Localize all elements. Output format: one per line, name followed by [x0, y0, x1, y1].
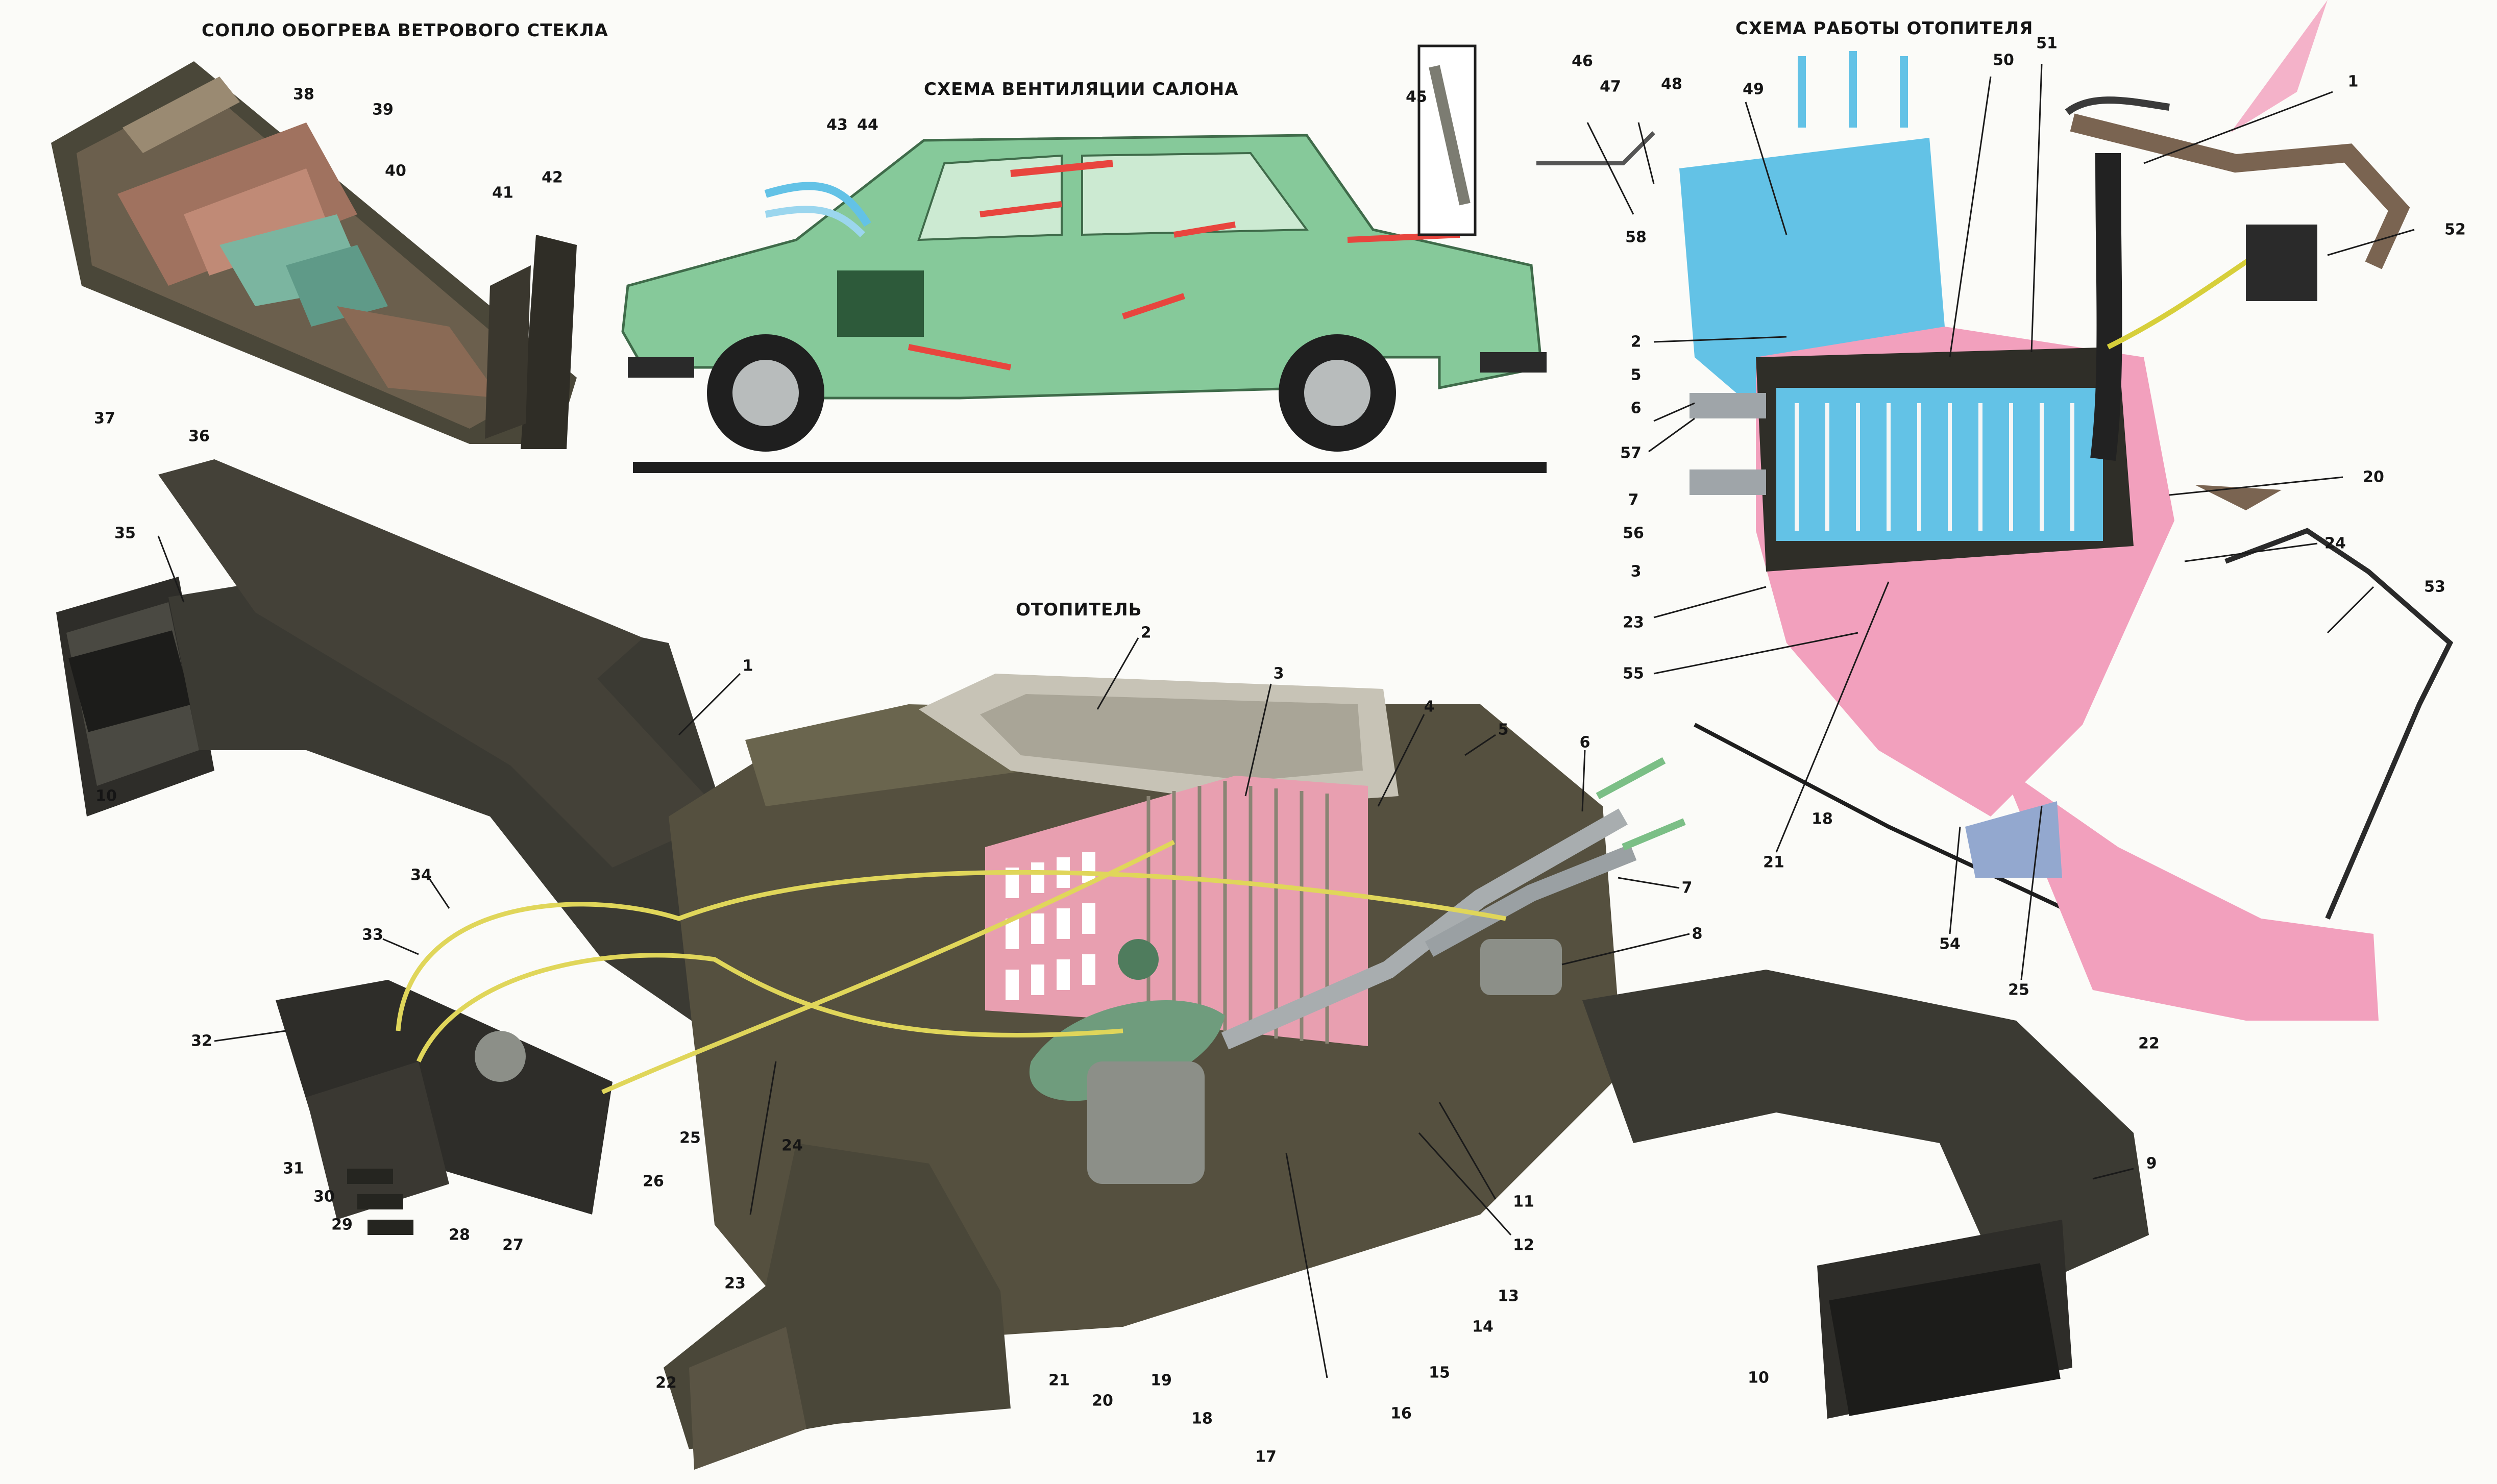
callout-label: 8 [1692, 925, 1703, 943]
callout-label: 58 [1625, 228, 1647, 246]
callout-label: 26 [643, 1172, 664, 1191]
callout-label: 18 [1191, 1409, 1213, 1428]
callout-label: 10 [1748, 1369, 1769, 1387]
title-cabin-ventilation: СХЕМА ВЕНТИЛЯЦИИ САЛОНА [924, 79, 1239, 100]
callout-label: 22 [2138, 1034, 2160, 1053]
callout-label: 34 [410, 866, 432, 884]
title-heater-operation: СХЕМА РАБОТЫ ОТОПИТЕЛЯ [1735, 18, 2034, 39]
callout-label: 9 [2146, 1154, 2157, 1173]
callout-label: 51 [2036, 34, 2058, 53]
title-heater: ОТОПИТЕЛЬ [1016, 600, 1142, 620]
callout-label: 25 [2008, 981, 2029, 999]
callout-label: 12 [1513, 1236, 1534, 1254]
callout-label: 2 [1630, 333, 1642, 351]
callout-label: 22 [655, 1374, 677, 1392]
callout-label: 24 [781, 1136, 803, 1155]
callout-label: 14 [1472, 1318, 1494, 1336]
callout-label: 39 [372, 101, 394, 119]
callout-label: 27 [502, 1236, 524, 1254]
callout-label: 37 [94, 409, 115, 428]
callout-label: 21 [1763, 853, 1784, 872]
callout-label: 56 [1623, 524, 1644, 542]
callout-label: 1 [2347, 72, 2359, 91]
callout-label: 18 [1811, 810, 1833, 828]
callout-label: 47 [1600, 78, 1621, 96]
callout-label: 20 [2363, 468, 2384, 486]
leader-lines [157, 63, 2415, 1378]
callout-label: 5 [1630, 366, 1642, 384]
title-windshield-nozzle: СОПЛО ОБОГРЕВА ВЕТРОВОГО СТЕКЛА [202, 20, 608, 41]
callout-label: 5 [1498, 721, 1509, 739]
callout-label: 23 [724, 1274, 746, 1293]
callout-label: 52 [2444, 220, 2466, 239]
heater-main-drawing [56, 459, 2149, 1470]
callout-label: 10 [95, 787, 117, 805]
callout-label: 6 [1630, 399, 1642, 417]
callout-label: 49 [1743, 80, 1764, 98]
callout-label: 54 [1939, 935, 1961, 953]
callout-label: 1 [742, 657, 753, 675]
callout-label: 55 [1623, 664, 1644, 683]
callout-label: 16 [1390, 1404, 1412, 1423]
callout-label: 57 [1620, 444, 1642, 462]
callout-label: 13 [1498, 1287, 1519, 1305]
callout-label: 50 [1993, 51, 2014, 69]
callout-label: 36 [188, 427, 210, 446]
callout-label: 7 [1681, 879, 1693, 897]
callout-label: 23 [1623, 613, 1644, 632]
callout-label: 6 [1579, 733, 1590, 752]
callout-label: 21 [1048, 1371, 1070, 1390]
callout-label: 41 [492, 184, 513, 202]
callout-label: 25 [679, 1129, 701, 1147]
heater-scheme-drawing [1536, 0, 2454, 1021]
callout-label: 32 [191, 1032, 212, 1050]
callout-label: 42 [542, 168, 563, 187]
callout-label: 24 [2324, 534, 2346, 553]
callout-label: 38 [293, 85, 314, 104]
callout-label: 46 [1572, 52, 1593, 70]
callout-label: 35 [114, 524, 136, 542]
callout-label: 33 [362, 926, 383, 944]
callout-label: 19 [1150, 1371, 1172, 1390]
callout-label: 44 [857, 116, 878, 134]
car-ventilation-drawing [621, 44, 1547, 473]
callout-label: 15 [1429, 1364, 1450, 1382]
callout-label: 20 [1092, 1392, 1113, 1410]
callout-label: 43 [826, 116, 848, 134]
callout-label: 4 [1424, 698, 1435, 716]
callout-label: 40 [385, 162, 406, 180]
callout-label: 48 [1661, 75, 1682, 93]
callout-label: 3 [1273, 664, 1284, 683]
callout-label: 2 [1140, 624, 1152, 642]
callout-label: 17 [1255, 1448, 1277, 1466]
windshield-nozzle-drawing [51, 61, 577, 449]
callout-label: 29 [331, 1216, 353, 1234]
callout-label: 11 [1513, 1193, 1534, 1211]
callout-label: 28 [449, 1226, 470, 1244]
callout-label: 30 [313, 1188, 335, 1206]
callout-label: 53 [2424, 578, 2445, 596]
callout-label: 31 [283, 1159, 304, 1178]
callout-label: 7 [1628, 491, 1639, 509]
callout-label: 45 [1406, 88, 1427, 106]
callout-label: 3 [1630, 562, 1642, 581]
